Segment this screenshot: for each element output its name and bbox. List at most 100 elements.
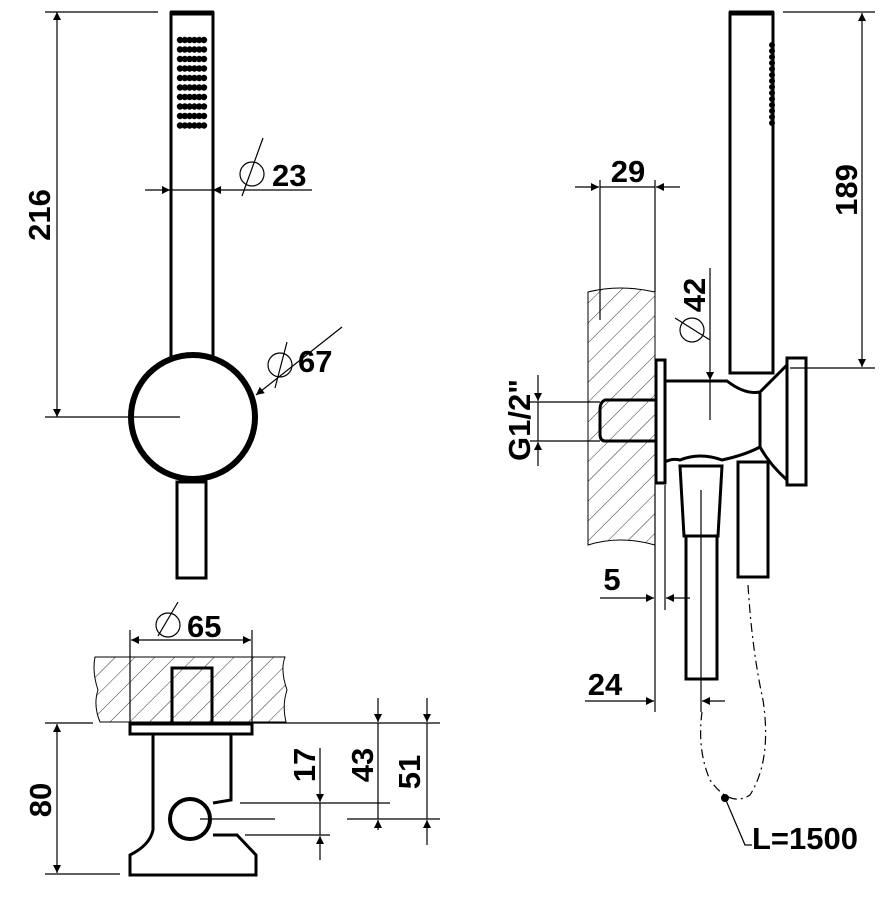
nozzle-dot — [196, 55, 203, 63]
end-cap — [785, 356, 808, 487]
nozzle-dot — [186, 122, 193, 129]
nozzle-dot — [176, 112, 184, 120]
dim-23: 23 — [272, 158, 306, 193]
top-view: 65 80 17 43 51 — [23, 601, 440, 877]
nozzle-dot — [181, 93, 188, 101]
nozzle-dot — [176, 65, 184, 72]
nozzle-dot — [769, 66, 775, 72]
nozzle-dot — [176, 93, 184, 101]
nozzle-dot — [196, 93, 203, 101]
nozzle-dot — [181, 65, 188, 72]
dim-67: 67 — [298, 344, 332, 379]
hose-loop-line — [700, 584, 767, 800]
nozzle-dot — [769, 120, 775, 126]
nozzle-dot — [191, 55, 198, 63]
nozzle-dot — [186, 65, 193, 72]
dim-65: 65 — [187, 609, 221, 644]
hand-shower-body — [169, 11, 215, 360]
nozzle-dot — [196, 65, 203, 72]
dim-5: 5 — [603, 562, 620, 597]
nozzle-dot — [191, 122, 198, 129]
nozzle-dot — [191, 103, 198, 110]
nozzle-dot — [186, 36, 193, 44]
nozzle-dot — [181, 112, 188, 120]
nozzle-dot — [200, 84, 208, 91]
nozzle-dot — [186, 103, 193, 110]
nozzle-dot — [176, 103, 184, 110]
hose-connector — [175, 480, 208, 580]
nozzle-dot — [196, 36, 203, 44]
nozzle-dot — [191, 74, 198, 82]
dim-29: 29 — [611, 154, 645, 189]
threaded-inlet — [598, 398, 655, 443]
nozzle-dot — [196, 46, 203, 53]
nozzle-dot — [769, 96, 775, 102]
nozzle-dot — [769, 54, 775, 60]
nozzle-dot — [191, 46, 198, 53]
nozzle-dot — [769, 84, 775, 90]
dim-189: 189 — [829, 164, 864, 216]
nozzle-dot — [181, 74, 188, 82]
dim-43: 43 — [345, 748, 380, 782]
nozzle-dot — [186, 93, 193, 101]
valve-body — [128, 732, 258, 877]
nozzle-dot — [186, 46, 193, 53]
nozzle-dot — [176, 74, 184, 82]
diameter-icon — [155, 601, 181, 638]
nozzle-dot — [200, 36, 208, 44]
diameter-icon — [674, 317, 711, 343]
nozzle-dot — [186, 55, 193, 63]
nozzle-dot — [181, 55, 188, 63]
nozzle-dot — [769, 60, 775, 66]
nozzle-dot — [196, 122, 203, 129]
nozzle-dot — [191, 112, 198, 120]
nozzle-dot — [200, 46, 208, 53]
nozzle-dot — [176, 46, 184, 53]
nozzle-dot — [200, 112, 208, 120]
nozzle-dot — [769, 48, 775, 54]
diameter-icon — [267, 341, 293, 389]
hand-shower-body — [728, 11, 775, 375]
diameter-icon — [239, 137, 265, 197]
nozzle-dot — [191, 84, 198, 91]
front-view: 216 23 67 — [22, 10, 343, 580]
nozzle-dot — [196, 112, 203, 120]
nozzle-dot — [186, 84, 193, 91]
nozzle-row — [769, 42, 775, 126]
nozzle-dot — [769, 72, 775, 78]
nozzle-dot — [186, 112, 193, 120]
nozzle-dot — [191, 93, 198, 101]
dim-hose-length: L=1500 — [752, 821, 858, 856]
dim-42: 42 — [677, 278, 712, 312]
dim-216: 216 — [22, 189, 57, 241]
side-view: 189 29 42 G1/2" 5 24 L=1500 — [502, 10, 875, 856]
nozzle-dot — [200, 93, 208, 101]
nozzle-dot — [176, 36, 184, 44]
nozzle-dot — [181, 36, 188, 44]
nozzle-dot — [769, 42, 775, 48]
nozzle-dot — [769, 90, 775, 96]
shower-handle-bottom — [736, 460, 770, 579]
nozzle-dot — [196, 103, 203, 110]
nozzle-dot — [200, 65, 208, 72]
nozzle-dot — [769, 114, 775, 120]
nozzle-dot — [176, 55, 184, 63]
flange — [654, 358, 667, 485]
nozzle-dot — [181, 46, 188, 53]
nozzle-dot — [181, 122, 188, 129]
nozzle-dot — [191, 36, 198, 44]
nozzle-grid — [176, 36, 208, 129]
dim-thread: G1/2" — [502, 379, 537, 461]
dim-51: 51 — [392, 755, 427, 789]
nozzle-dot — [200, 74, 208, 82]
nozzle-dot — [769, 78, 775, 84]
dim-24: 24 — [588, 667, 623, 702]
nozzle-dot — [181, 103, 188, 110]
nozzle-dot — [181, 84, 188, 91]
nozzle-dot — [186, 74, 193, 82]
wall-section — [93, 656, 288, 723]
nozzle-dot — [200, 103, 208, 110]
nozzle-dot — [191, 65, 198, 72]
